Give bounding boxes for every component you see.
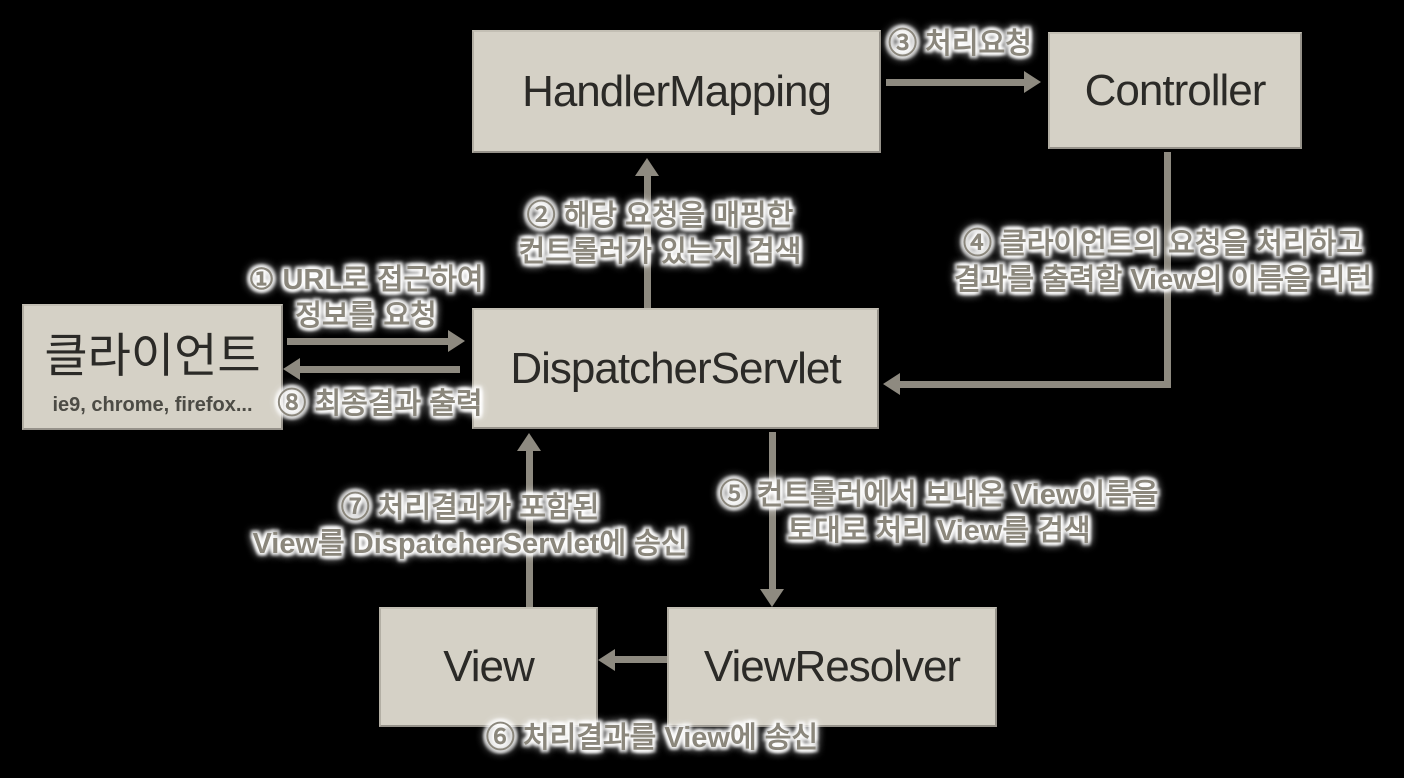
arrowhead-right-icon xyxy=(448,330,465,352)
view-label: View xyxy=(443,642,535,691)
handler-mapping-box: HandlerMapping xyxy=(472,30,881,153)
step-1-label: ① URL로 접근하여 정보를 요청 xyxy=(248,264,484,332)
view-box: View xyxy=(379,607,598,727)
arrowhead-left-icon xyxy=(283,358,300,380)
client-browsers-label: ie9, chrome, firefox... xyxy=(52,394,253,416)
controller-box: Controller xyxy=(1048,32,1302,149)
step-7-label: ⑦ 처리결과가 포함된 View를 DispatcherServlet에 송신 xyxy=(252,492,688,560)
arrowhead-left-icon xyxy=(883,373,900,395)
dispatcher-servlet-label: DispatcherServlet xyxy=(510,343,841,393)
arrowhead-right-icon xyxy=(1024,71,1041,93)
dispatcher-servlet-box: DispatcherServlet xyxy=(472,308,879,429)
step-3-label: ③ 처리요청 xyxy=(888,28,1032,60)
client-box: 클라이언트 ie9, chrome, firefox... xyxy=(22,304,283,430)
step-8-label: ⑧ 최종결과 출력 xyxy=(277,388,483,420)
controller-label: Controller xyxy=(1084,65,1267,115)
step-4-label: ④ 클라이언트의 요청을 처리하고 결과를 출력할 View의 이름을 리턴 xyxy=(954,228,1372,296)
step-5-label: ⑤ 컨트롤러에서 보내온 View이름을 토대로 처리 View를 검색 xyxy=(719,479,1159,547)
arrowhead-up-icon xyxy=(517,433,541,451)
handler-mapping-label: HandlerMapping xyxy=(522,66,832,116)
client-label: 클라이언트 xyxy=(44,329,261,382)
arrowhead-down-icon xyxy=(760,589,784,607)
arrowhead-left-icon xyxy=(598,649,615,671)
step-6-label: ⑥ 처리결과를 View에 송신 xyxy=(485,722,819,754)
step-2-label: ② 해당 요청을 매핑한 컨트롤러가 있는지 검색 xyxy=(518,200,802,268)
view-resolver-label: ViewResolver xyxy=(703,642,961,691)
arrowhead-up-icon xyxy=(635,158,659,176)
view-resolver-box: ViewResolver xyxy=(667,607,997,727)
